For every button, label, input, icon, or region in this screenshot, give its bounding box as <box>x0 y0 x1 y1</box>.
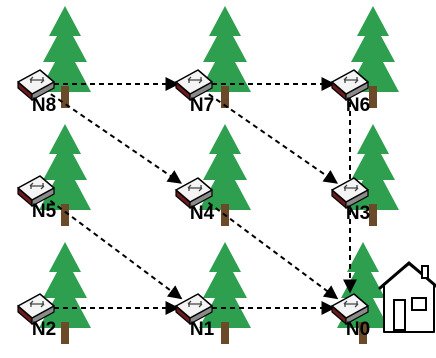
router-icon <box>331 177 369 210</box>
node-label: N1 <box>190 319 215 340</box>
router-icon <box>331 69 369 102</box>
edge-n5-n1 <box>49 199 183 300</box>
router-icon <box>175 69 213 102</box>
node-label: N6 <box>346 95 370 116</box>
node-n1[interactable]: N1 <box>175 293 215 340</box>
node-n7[interactable]: N7 <box>175 69 214 116</box>
node-n6[interactable]: N6 <box>331 69 370 116</box>
router-icon <box>17 293 55 326</box>
node-n3[interactable]: N3 <box>331 177 370 224</box>
node-n5[interactable]: N5 <box>17 175 57 222</box>
tree-layer <box>39 6 399 344</box>
router-icon <box>175 293 213 326</box>
router-icon <box>175 177 213 210</box>
router-icon <box>331 293 369 326</box>
node-n2[interactable]: N2 <box>17 293 56 340</box>
node-label: N5 <box>32 201 57 222</box>
tree-icon <box>39 6 91 108</box>
edge-n7-n3 <box>208 93 338 184</box>
node-n0[interactable]: N0 <box>331 293 370 340</box>
router-icon <box>17 69 55 102</box>
house-icon <box>378 261 436 333</box>
tree-icon <box>199 6 251 108</box>
node-layer: N0 N1 N2 N3 N4 N5 N6 N7 N8 <box>17 69 370 340</box>
node-label: N7 <box>190 95 214 116</box>
node-n4[interactable]: N4 <box>175 177 215 224</box>
node-label: N8 <box>32 95 56 116</box>
node-label: N2 <box>32 319 56 340</box>
node-label: N3 <box>346 203 370 224</box>
node-label: N0 <box>346 319 370 340</box>
tree-icon <box>347 6 399 108</box>
node-label: N4 <box>190 203 215 224</box>
router-icon <box>17 175 55 208</box>
node-n8[interactable]: N8 <box>17 69 56 116</box>
